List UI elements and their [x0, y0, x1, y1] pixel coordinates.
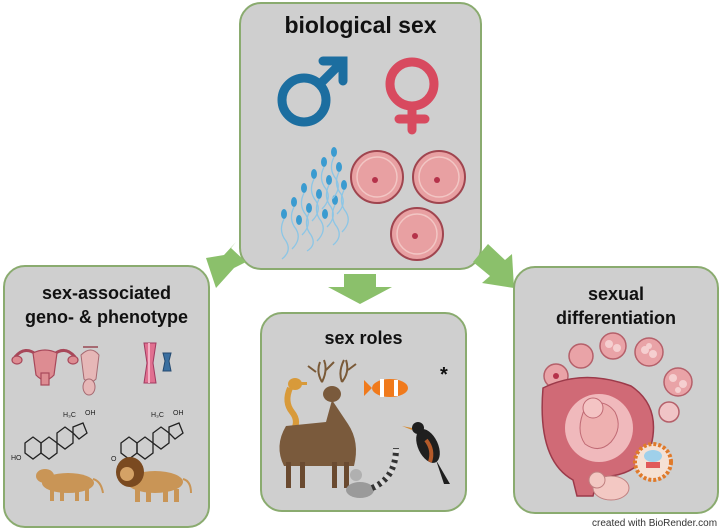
- sex-roles-title: sex roles: [324, 328, 403, 348]
- arrow-right: [473, 244, 514, 288]
- o-label-b: O: [111, 456, 117, 463]
- biological-sex-title: biological sex: [284, 12, 437, 38]
- oh-label-a: OH: [85, 410, 96, 417]
- biological-sex-illustrations: [277, 56, 466, 261]
- fetus-icon: [588, 471, 630, 501]
- female-symbol-icon: [385, 57, 439, 135]
- title-line-1: sex-associated: [41, 283, 172, 303]
- sex-associated-illustrations: H₃C OH HO H₃C OH O: [11, 342, 192, 502]
- lioness-icon: [36, 469, 104, 501]
- male-symbol-icon: [277, 56, 348, 127]
- ch3-label-b: H₃C: [151, 412, 164, 419]
- deer-icon: [279, 359, 357, 488]
- clownfish-icon: [364, 379, 408, 397]
- egg-development-icon: [633, 442, 673, 482]
- sperm-cells-icon: [280, 147, 349, 260]
- sexual-differentiation-illustrations: [541, 332, 693, 501]
- egg-cells-icon: [350, 150, 466, 261]
- sex-associated-title: sex-associated geno- & phenotype: [5, 281, 208, 329]
- testosterone-structure-icon: [24, 422, 88, 460]
- ch3-label-a: H₃C: [63, 412, 76, 419]
- embryo-stages-icon: [543, 332, 693, 423]
- oh-label-b: OH: [173, 410, 184, 417]
- lion-icon: [116, 457, 192, 502]
- title-line-1: sexual: [587, 284, 645, 304]
- lemur-icon: [346, 447, 399, 498]
- arrow-middle: [328, 274, 392, 304]
- uterus-icon: [11, 349, 79, 386]
- chromosomes-icon: [143, 342, 172, 384]
- estradiol-structure-icon: [120, 422, 184, 460]
- asterisk-mark: *: [440, 364, 448, 386]
- sex-roles-illustrations: [279, 359, 450, 498]
- biorender-credit: created with BioRender.com: [592, 518, 718, 529]
- uterus-fetus-icon: [541, 376, 655, 497]
- male-organs-icon: [80, 346, 100, 396]
- title-line-2: differentiation: [556, 308, 676, 328]
- blackbird-icon: [402, 422, 450, 484]
- ho-label-a: HO: [11, 455, 22, 462]
- arrow-left: [206, 242, 246, 288]
- sexual-differentiation-title: sexual differentiation: [515, 282, 717, 330]
- biological-sex-panel: biological sex: [239, 2, 482, 270]
- title-line-2: geno- & phenotype: [25, 307, 188, 327]
